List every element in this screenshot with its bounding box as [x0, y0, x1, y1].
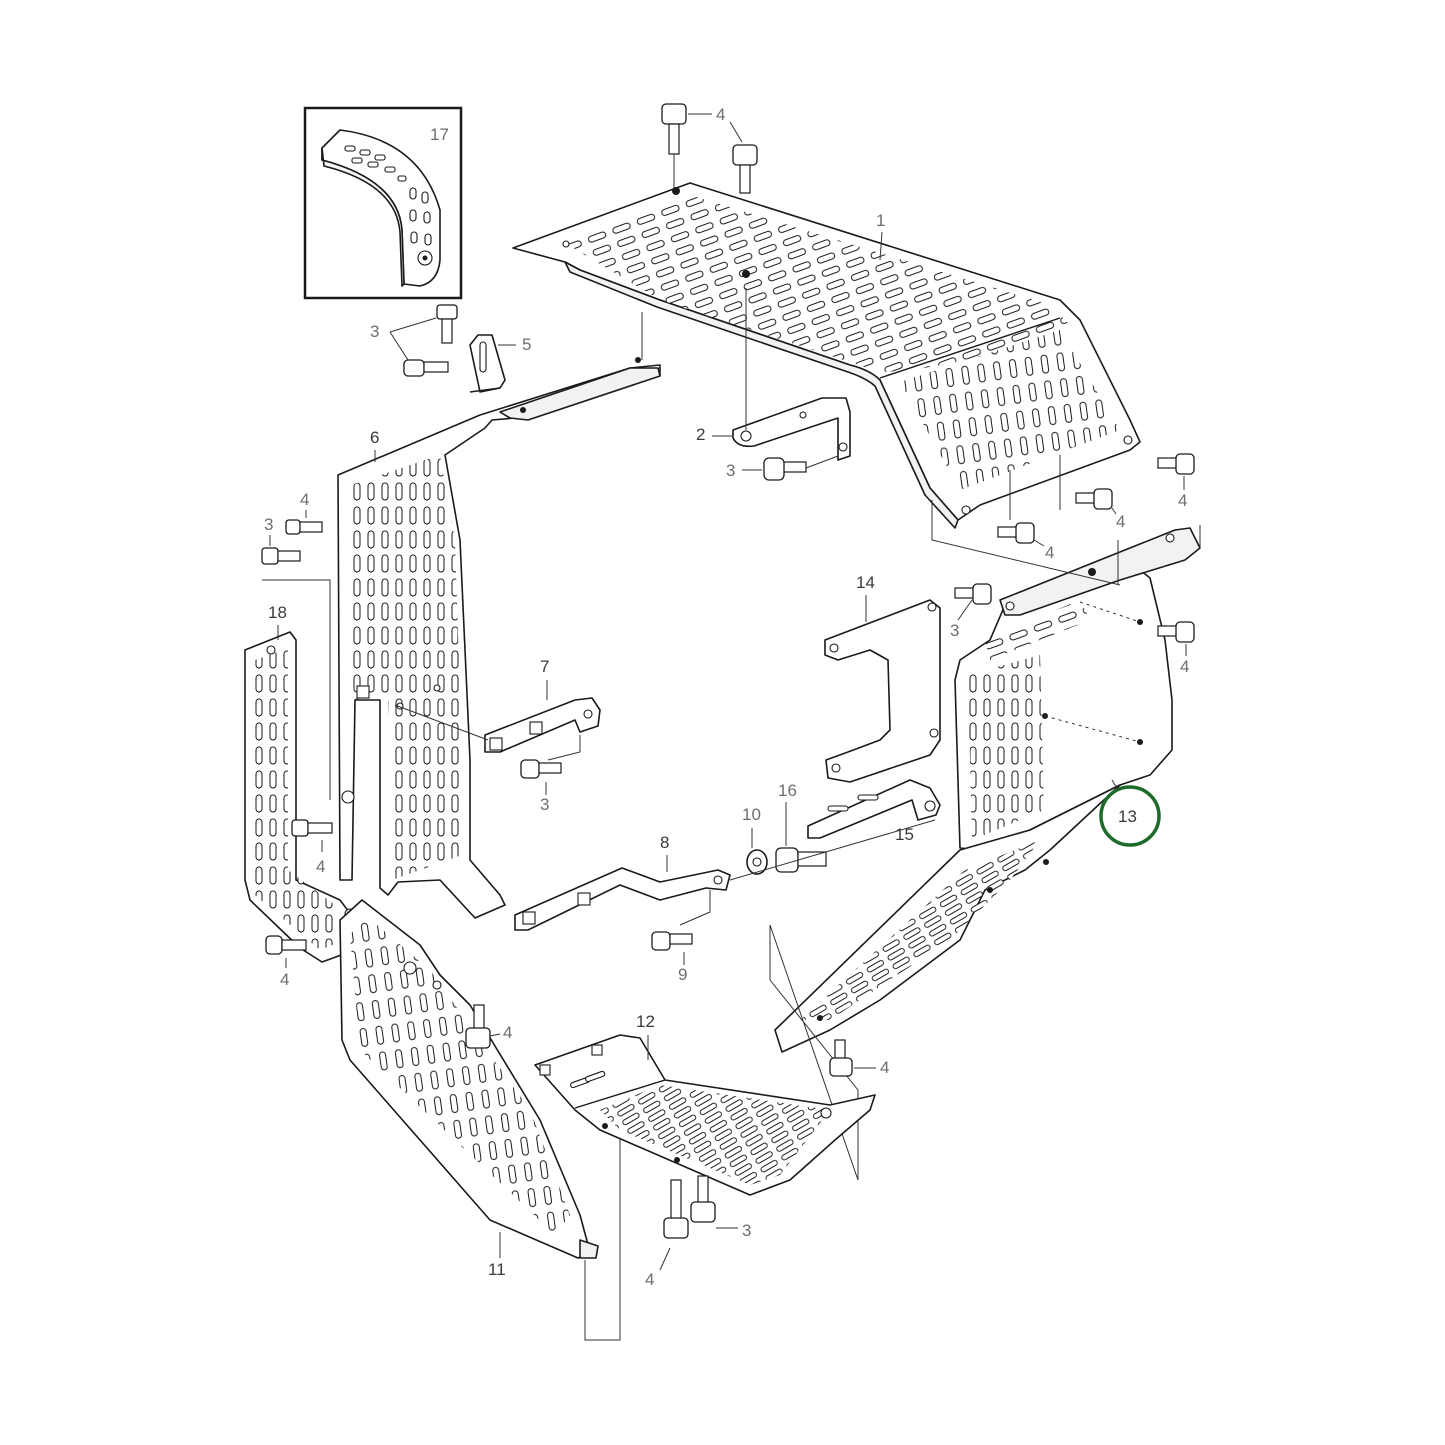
leader-3-right-upper — [957, 599, 973, 621]
bolt-4-left-upper — [285, 519, 323, 535]
leader-right-frame-b — [1117, 525, 1201, 585]
leader-13-frame — [769, 924, 859, 1181]
part-2-bracket — [732, 397, 851, 461]
callout-13: 13 — [1118, 807, 1137, 826]
callout-1: 1 — [876, 211, 885, 230]
part-8-bracket — [514, 867, 731, 931]
part-14-bracket — [824, 599, 941, 783]
bolt-3b — [403, 359, 449, 377]
bolt-4-right-1 — [1157, 453, 1195, 475]
part-11-diagonal-panel — [339, 899, 599, 1259]
bolt-3-right-upper — [954, 583, 992, 605]
callout-3-center-left: 3 — [540, 795, 549, 814]
leader-11-frame — [584, 1130, 621, 1341]
callout-8: 8 — [660, 833, 669, 852]
part-7-bracket — [484, 697, 601, 753]
callout-7: 7 — [540, 657, 549, 676]
callout-4-lower-center: 4 — [503, 1023, 512, 1042]
leader-4-top — [688, 113, 743, 143]
callout-4-lower-right: 4 — [880, 1058, 889, 1077]
leader-16-axis — [729, 819, 936, 881]
leader-3-right-axis — [805, 455, 839, 469]
part-5-clip — [469, 334, 506, 393]
leader-4-right-2 — [1111, 507, 1117, 515]
callout-6: 6 — [370, 428, 379, 447]
leader-8-bolt — [679, 890, 711, 926]
leader-13 — [1111, 779, 1119, 791]
callout-11: 11 — [488, 1260, 506, 1279]
leader-right-frame-c — [1009, 455, 1061, 520]
bolt-3-right-center — [763, 457, 807, 481]
part-13-lower-tray — [774, 784, 1121, 1053]
bolt-4-bottom — [663, 1179, 689, 1239]
callout-4-left-mid: 4 — [316, 857, 325, 876]
callout-5: 5 — [522, 335, 531, 354]
callout-18: 18 — [268, 603, 287, 622]
callout-4-left-low: 4 — [280, 970, 289, 989]
bolt-3-left-upper — [261, 547, 301, 565]
callout-4-right-4: 4 — [1180, 657, 1189, 676]
bolt-3a — [436, 304, 458, 344]
callout-4-bottom: 4 — [645, 1270, 654, 1289]
callout-15: 15 — [895, 825, 914, 844]
callout-4-right-2: 4 — [1116, 512, 1125, 531]
leader-4-lower-center — [489, 1033, 501, 1037]
part-15-bracket — [807, 779, 941, 839]
callout-10: 10 — [742, 805, 761, 824]
leader-left-bracket — [262, 579, 331, 800]
callout-9: 9 — [678, 965, 687, 984]
bolt-4-left-mid — [291, 819, 333, 837]
callout-13-highlight[interactable]: 13 — [1099, 785, 1161, 847]
callout-4-right-3: 4 — [1045, 543, 1054, 562]
bolt-4-top-1 — [661, 103, 687, 155]
bolt-4-right-2 — [1075, 488, 1113, 510]
callout-12: 12 — [636, 1012, 655, 1031]
callout-3-top-left: 3 — [370, 322, 379, 341]
callout-17: 17 — [430, 125, 449, 144]
bolt-4-lower-center — [465, 1004, 491, 1049]
bolt-4-lower-right — [829, 1039, 853, 1077]
highlight-ring — [1099, 785, 1161, 847]
bolt-4-right-4 — [1157, 621, 1195, 643]
callout-4-top: 4 — [716, 105, 725, 124]
part-13-right-panel — [954, 527, 1201, 851]
leader-left-upper-bolts — [269, 510, 307, 546]
leader-7-bolt — [547, 735, 581, 761]
bolt-4-right-3 — [997, 522, 1035, 544]
part-1-top-cover — [512, 182, 1141, 529]
bolt-3-center-left — [520, 759, 562, 779]
leader-1 — [879, 231, 883, 261]
leader-right-frame-a — [931, 500, 1121, 586]
bolt-9 — [651, 931, 693, 951]
leader-3-top-left — [389, 317, 437, 361]
part-12-floor-plate — [534, 1034, 876, 1196]
leader-4-right-3 — [1033, 539, 1045, 547]
callout-3-bottom: 3 — [742, 1221, 751, 1240]
part-10-washer — [746, 849, 768, 875]
callout-3-right-upper: 3 — [950, 621, 959, 640]
callout-3-right-center: 3 — [726, 461, 735, 480]
bolt-4-left-low — [265, 935, 307, 955]
bolt-3-bottom — [690, 1175, 716, 1223]
callout-14: 14 — [856, 573, 875, 592]
callout-4-left-upper: 4 — [300, 490, 309, 509]
callout-2: 2 — [696, 425, 705, 444]
part-6-vertical-panel — [337, 357, 661, 919]
part-17-bracket — [321, 129, 441, 287]
bolt-4-top-2 — [732, 144, 758, 194]
leader-7-left — [394, 704, 489, 741]
part-16-bolt — [775, 847, 827, 873]
callout-3-left-upper: 3 — [264, 515, 273, 534]
leader-4-bottom — [659, 1247, 671, 1271]
callout-4-right-1: 4 — [1178, 491, 1187, 510]
callout-16: 16 — [778, 781, 797, 800]
inset-detail-box: 17 — [303, 106, 463, 300]
